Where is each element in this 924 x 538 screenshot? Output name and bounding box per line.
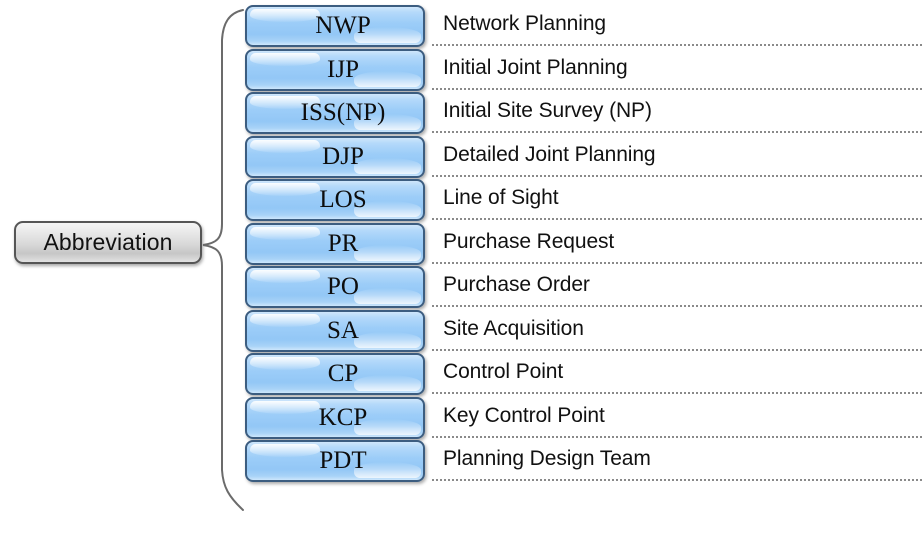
abbreviation-box[interactable]: ISS(NP) bbox=[245, 92, 425, 134]
root-node-abbreviation[interactable]: Abbreviation bbox=[14, 221, 202, 264]
abbreviation-row: CP Control Point bbox=[0, 353, 924, 397]
abbreviation-row: LOS Line of Sight bbox=[0, 179, 924, 223]
row-dotted-separator bbox=[432, 479, 922, 481]
row-dotted-separator bbox=[432, 435, 922, 438]
abbreviation-code: CP bbox=[327, 360, 359, 387]
abbreviation-description: Key Control Point bbox=[443, 403, 605, 427]
abbreviation-code: KCP bbox=[318, 403, 368, 431]
abbreviation-box[interactable]: KCP bbox=[245, 396, 425, 439]
abbreviation-row: PDT Planning Design Team bbox=[0, 440, 924, 484]
row-dotted-separator bbox=[432, 44, 922, 46]
abbreviation-code: SA bbox=[327, 316, 359, 344]
abbreviation-description: Purchase Order bbox=[443, 273, 590, 296]
abbreviation-row: SA Site Acquisition bbox=[0, 309, 924, 354]
abbreviation-box[interactable]: PO bbox=[245, 266, 425, 308]
abbreviation-code: PR bbox=[327, 229, 359, 257]
abbreviation-box[interactable]: IJP bbox=[245, 48, 425, 91]
root-node-label: Abbreviation bbox=[43, 229, 173, 255]
abbreviation-description: Control Point bbox=[443, 360, 564, 383]
abbreviation-description: Initial Site Survey (NP) bbox=[443, 99, 652, 122]
abbreviation-box[interactable]: PDT bbox=[245, 440, 425, 482]
abbreviation-box[interactable]: NWP bbox=[245, 5, 425, 47]
row-dotted-separator bbox=[432, 87, 922, 90]
row-dotted-separator bbox=[432, 305, 922, 307]
abbreviation-row: KCP Key Control Point bbox=[0, 396, 924, 441]
abbreviation-description: Initial Joint Planning bbox=[443, 55, 628, 79]
row-dotted-separator bbox=[432, 174, 922, 177]
row-dotted-separator bbox=[432, 218, 922, 220]
abbreviation-box[interactable]: PR bbox=[245, 222, 425, 265]
abbreviation-row: PR Purchase Request bbox=[0, 222, 924, 267]
abbreviation-description: Planning Design Team bbox=[443, 447, 651, 470]
abbreviation-code: PO bbox=[327, 273, 359, 300]
abbreviation-description: Network Planning bbox=[443, 12, 606, 35]
abbreviation-box[interactable]: LOS bbox=[245, 179, 425, 221]
abbreviation-box[interactable]: CP bbox=[245, 353, 425, 395]
abbreviation-code: ISS(NP) bbox=[300, 99, 386, 126]
row-dotted-separator bbox=[432, 131, 922, 133]
abbreviation-row: PO Purchase Order bbox=[0, 266, 924, 310]
abbreviation-code: LOS bbox=[319, 186, 367, 213]
abbreviation-row: NWP Network Planning bbox=[0, 5, 924, 49]
abbreviation-box[interactable]: DJP bbox=[245, 135, 425, 178]
row-dotted-separator bbox=[432, 261, 922, 264]
abbreviation-box[interactable]: SA bbox=[245, 309, 425, 352]
abbreviation-row: ISS(NP) Initial Site Survey (NP) bbox=[0, 92, 924, 136]
abbreviation-description: Purchase Request bbox=[443, 229, 615, 253]
abbreviation-code: DJP bbox=[322, 142, 364, 170]
abbreviation-code: NWP bbox=[315, 12, 371, 39]
abbreviation-code: IJP bbox=[327, 55, 359, 83]
abbreviation-code: PDT bbox=[319, 447, 367, 474]
row-dotted-separator bbox=[432, 348, 922, 351]
abbreviation-description: Detailed Joint Planning bbox=[443, 142, 656, 166]
row-dotted-separator bbox=[432, 392, 922, 394]
abbreviation-row: DJP Detailed Joint Planning bbox=[0, 135, 924, 180]
abbreviation-row: IJP Initial Joint Planning bbox=[0, 48, 924, 93]
abbreviation-description: Line of Sight bbox=[443, 186, 559, 209]
abbreviation-description: Site Acquisition bbox=[443, 316, 584, 340]
